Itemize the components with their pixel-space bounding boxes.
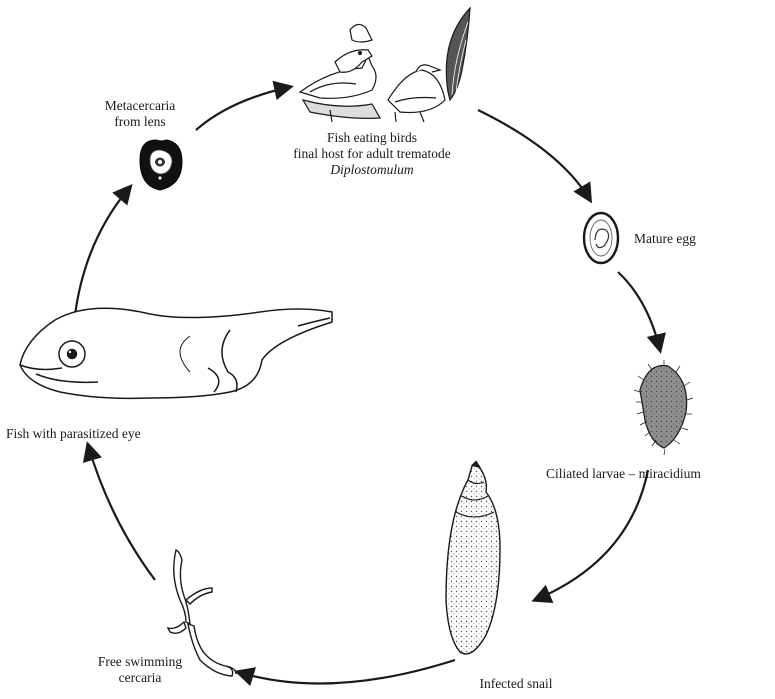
metacercaria-label-line-2: from lens	[90, 114, 190, 130]
snail-label: Infected snail	[440, 676, 592, 692]
birds-label: Fish eating birds final host for adult t…	[246, 130, 498, 178]
miracidium-label: Ciliated larvae – miracidium	[546, 466, 701, 482]
arrow-miracidium-to-snail	[535, 470, 648, 600]
arrow-cercaria-to-fish	[88, 445, 155, 580]
fish-head-illustration	[20, 308, 332, 398]
metacercaria-illustration	[140, 140, 182, 190]
metacercaria-label-line-1: Metacercaria	[90, 98, 190, 114]
arrow-egg-to-miracidium	[618, 272, 660, 350]
arrow-metacercaria-to-birds	[196, 87, 290, 130]
cercaria-label: Free swimming cercaria	[70, 654, 210, 686]
birds-label-line-1: Fish eating birds	[246, 130, 498, 146]
fish-label: Fish with parasitized eye	[6, 426, 141, 442]
birds-illustration	[300, 8, 470, 122]
cercaria-label-line-1: Free swimming	[70, 654, 210, 670]
metacercaria-label: Metacercaria from lens	[90, 98, 190, 130]
egg-label: Mature egg	[634, 231, 696, 247]
snail-illustration	[446, 462, 500, 654]
birds-label-genus: Diplostomulum	[246, 162, 498, 178]
cercaria-label-line-2: cercaria	[70, 670, 210, 686]
arrow-fish-to-metacercaria	[75, 187, 130, 315]
miracidium-illustration	[634, 360, 693, 455]
egg-illustration	[584, 213, 618, 263]
birds-label-line-2: final host for adult trematode	[246, 146, 498, 162]
arrow-snail-to-cercaria	[238, 660, 455, 684]
